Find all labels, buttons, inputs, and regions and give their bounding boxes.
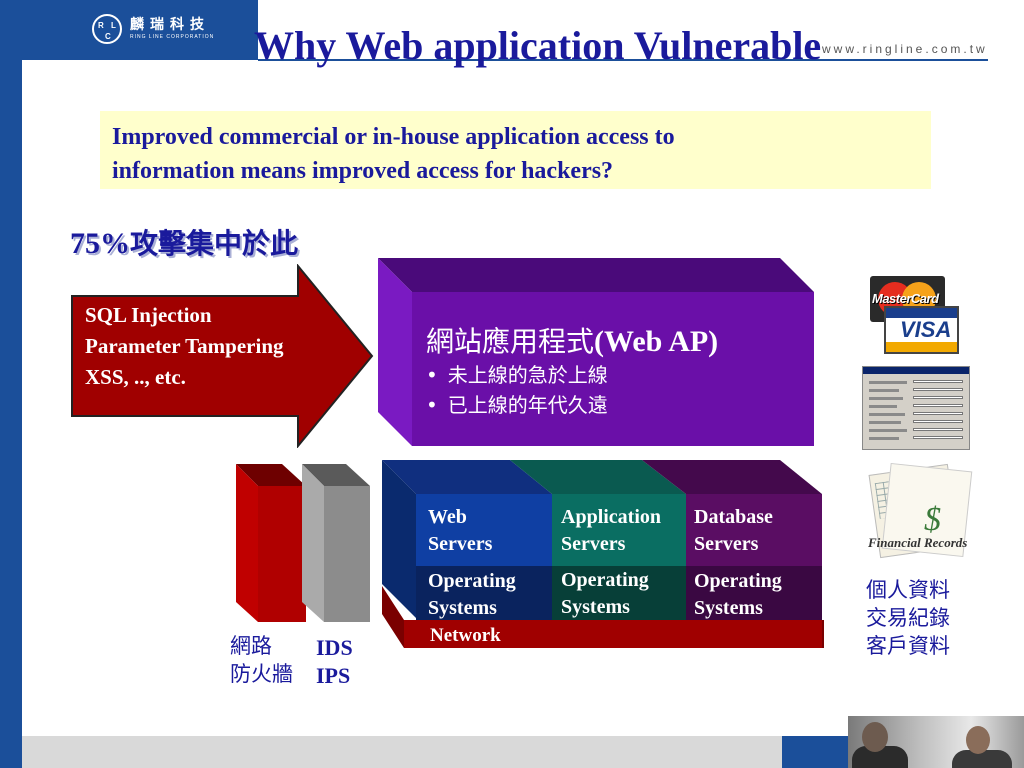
intro-line: Improved commercial or in-house applicat… bbox=[112, 124, 675, 150]
company-logo: R L C 麟瑞科技 RING LINE CORPORATION bbox=[92, 14, 214, 44]
data-assets-label: 個人資料 交易紀錄 客戶資料 bbox=[866, 576, 950, 660]
footer-accent bbox=[782, 736, 848, 768]
data-asset-item: 客戶資料 bbox=[866, 634, 950, 658]
web-servers-label: Web Servers bbox=[428, 506, 493, 555]
attack-item: SQL Injection bbox=[85, 303, 212, 327]
web-ap-bullet: 已上線的年代久遠 bbox=[426, 390, 608, 420]
web-ap-title-en: (Web AP) bbox=[594, 325, 719, 358]
os-label-web: Operating Systems bbox=[428, 570, 516, 619]
attack-item: XSS, .., etc. bbox=[85, 365, 186, 389]
os-label-app: Operating Systems bbox=[561, 569, 649, 618]
web-ap-bullets: 未上線的急於上線 已上線的年代久遠 bbox=[426, 360, 608, 420]
logo-english-name: RING LINE CORPORATION bbox=[130, 34, 215, 40]
footer-bar bbox=[22, 736, 782, 768]
attack-arrow bbox=[71, 264, 374, 448]
logo-letter: L bbox=[111, 21, 116, 30]
data-asset-item: 交易紀錄 bbox=[866, 606, 950, 630]
security-pillars bbox=[236, 464, 370, 622]
logo-chinese-name: 麟瑞科技 bbox=[130, 17, 210, 33]
logo-letter: C bbox=[105, 32, 111, 41]
attack-item: Parameter Tampering bbox=[85, 334, 284, 358]
firewall-label: 網路 防火牆 bbox=[230, 634, 293, 686]
attack-percent: 75% bbox=[70, 227, 130, 260]
web-ap-title-cn: 網站應用程式 bbox=[426, 325, 595, 358]
business-people-photo bbox=[848, 716, 1024, 768]
slide-title: Why Web application Vulnerable bbox=[254, 23, 822, 68]
header-divider bbox=[258, 59, 988, 61]
left-frame-bar bbox=[0, 0, 22, 768]
data-asset-item: 個人資料 bbox=[866, 578, 950, 602]
attack-statistic: 75%攻擊集中於此 bbox=[70, 222, 298, 262]
header-logo-panel bbox=[0, 0, 258, 60]
attack-statistic-text: 攻擊集中於此 bbox=[130, 227, 299, 260]
ids-ips-label: IDS IPS bbox=[316, 635, 353, 688]
transaction-form-image bbox=[862, 366, 970, 450]
web-ap-title: 網站應用程式(Web AP) bbox=[426, 320, 718, 360]
web-ap-bullet: 未上線的急於上線 bbox=[426, 360, 608, 390]
database-servers-label: Database Servers bbox=[694, 506, 773, 555]
company-url: www.ringline.com.tw bbox=[822, 42, 988, 56]
financial-records-image: $ Financial Records bbox=[866, 462, 974, 559]
os-label-db: Operating Systems bbox=[694, 570, 782, 619]
intro-line: information means improved access for ha… bbox=[112, 158, 614, 184]
network-label: Network bbox=[430, 625, 501, 646]
server-stack-diagram bbox=[382, 460, 824, 648]
attack-list: SQL Injection Parameter Tampering XSS, .… bbox=[85, 300, 284, 393]
application-servers-label: Application Servers bbox=[561, 506, 662, 555]
logo-mark-icon: R L C bbox=[92, 14, 122, 44]
logo-letter: R bbox=[98, 21, 104, 30]
intro-callout: Improved commercial or in-house applicat… bbox=[100, 111, 931, 189]
visa-card-icon: VISA bbox=[884, 306, 959, 354]
